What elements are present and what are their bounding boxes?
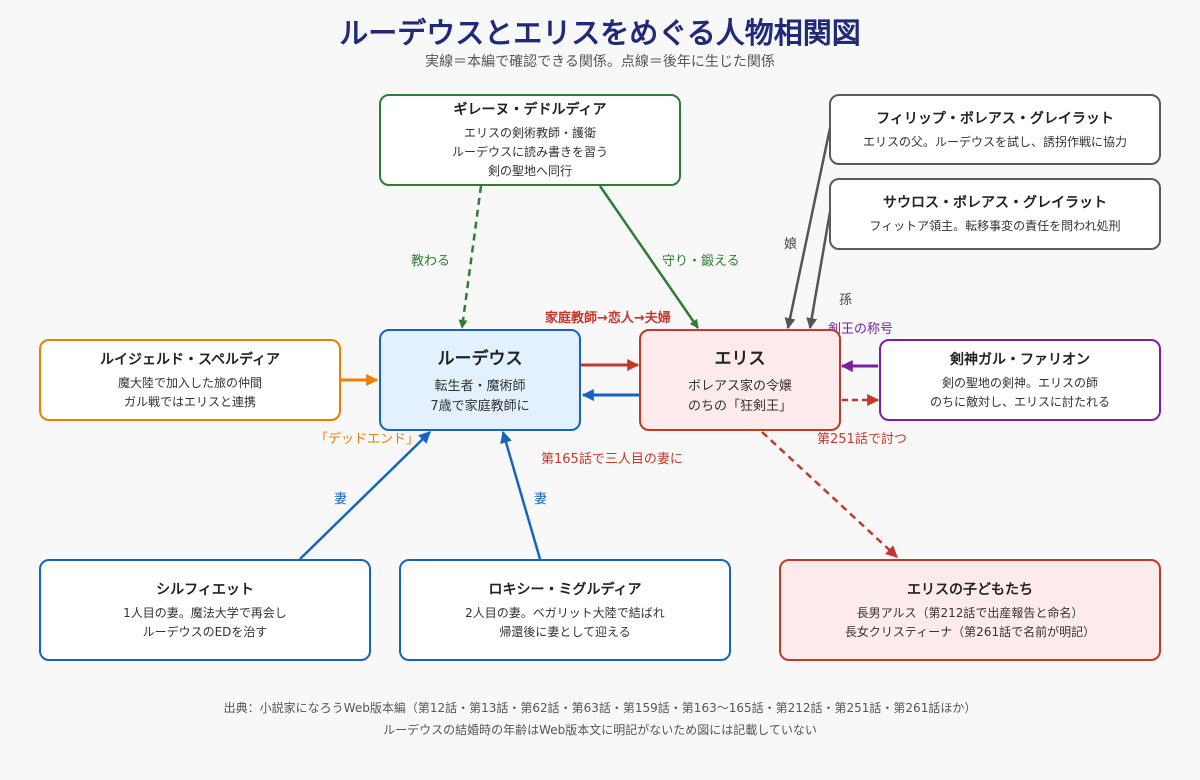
label-third-wife: 第165話で三人目の妻に <box>541 452 683 467</box>
node-name: エリスの子どもたち <box>907 581 1033 598</box>
edge-eris-children <box>761 431 898 558</box>
footer-sources: 出典：小説家になろうWeb版本編（第12話・第13話・第62話・第63話・第15… <box>223 701 977 715</box>
node-name: ルーデウス <box>437 348 523 369</box>
label-sword-king: 剣王の称号 <box>828 322 894 337</box>
node-name: フィリップ・ボレアス・グレイラット <box>876 110 1114 127</box>
node-desc: フィットア領主。転移事変の責任を問われ処刑 <box>869 219 1121 233</box>
footer-note: ルーデウスの結婚時の年齢はWeb版本文に明記がないため図には記載していない <box>383 723 817 737</box>
node-name: ギレーヌ・デドルディア <box>453 102 607 118</box>
edge-ghislaine-eris <box>598 185 700 329</box>
diagram-title: ルーデウスとエリスをめぐる人物相関図 <box>339 16 861 50</box>
node-desc: 剣の聖地の剣神。エリスの師 のちに敵対し、エリスに討たれる <box>929 375 1110 409</box>
edge-sauros-eris <box>806 211 832 330</box>
edge-philip-eris <box>784 127 832 330</box>
node-philip: フィリップ・ボレアス・グレイラット エリスの父。ルーデウスを試し、誘拐作戦に協力 <box>829 94 1161 165</box>
label-protects: 守り・鍛える <box>662 254 740 269</box>
node-rudeus: ルーデウス 転生者・魔術師 7歳で家庭教師に <box>379 329 581 431</box>
node-name: サウロス・ボレアス・グレイラット <box>883 195 1107 211</box>
node-ruijerd: ルイジェルド・スペルディア 魔大陸で加入した旅の仲間 ガル戦ではエリスと連携 <box>39 339 341 421</box>
edge-sylphiette-rudeus <box>299 431 431 560</box>
node-sylphiette: シルフィエット 1人目の妻。魔法大学で再会し ルーデウスのEDを治す <box>39 559 371 661</box>
node-roxy: ロキシー・ミグルディア 2人目の妻。ベガリット大陸で結ばれ 帰還後に妻として迎え… <box>399 559 731 661</box>
edge-roxy-rudeus <box>500 430 542 560</box>
node-desc: 転生者・魔術師 7歳で家庭教師に <box>430 378 530 414</box>
label-wife-sylphiette: 妻 <box>334 492 348 507</box>
label-learns: 教わる <box>411 254 451 269</box>
node-ghislaine: ギレーヌ・デドルディア エリスの剣術教師・護衛 ルーデウスに読み書きを習う 剣の… <box>379 94 681 186</box>
node-desc: エリスの父。ルーデウスを試し、誘拐作戦に協力 <box>862 134 1127 149</box>
node-desc: ボレアス家の令嬢 のちの「狂剣王」 <box>687 378 792 414</box>
label-tutor-lover: 家庭教師→恋人→夫婦 <box>545 311 671 326</box>
label-grandchild: 孫 <box>839 293 853 308</box>
node-name: シルフィエット <box>156 581 254 598</box>
node-desc: 長男アルス（第212話で出産報告と命名） 長女クリスティーナ（第261話で名前が… <box>844 605 1096 639</box>
node-desc: エリスの剣術教師・護衛 ルーデウスに読み書きを習う 剣の聖地へ同行 <box>451 126 608 178</box>
label-daughter: 娘 <box>784 237 798 252</box>
label-wife-roxy: 妻 <box>534 492 548 507</box>
node-sauros: サウロス・ボレアス・グレイラット フィットア領主。転移事変の責任を問われ処刑 <box>829 178 1161 250</box>
node-eris: エリス ボレアス家の令嬢 のちの「狂剣王」 <box>639 329 841 431</box>
node-desc: 魔大陸で加入した旅の仲間 ガル戦ではエリスと連携 <box>117 375 262 409</box>
node-name: ルイジェルド・スペルディア <box>99 351 281 368</box>
diagram-subtitle: 実線＝本編で確認できる関係。点線＝後年に生じた関係 <box>425 54 775 70</box>
node-desc: 1人目の妻。魔法大学で再会し ルーデウスのEDを治す <box>123 605 287 639</box>
label-dead-end: 「デッドエンド」 <box>315 432 420 447</box>
node-name: 剣神ガル・ファリオン <box>950 351 1090 368</box>
node-desc: 2人目の妻。ベガリット大陸で結ばれ 帰還後に妻として迎える <box>465 605 665 639</box>
node-children: エリスの子どもたち 長男アルス（第212話で出産報告と命名） 長女クリスティーナ… <box>779 559 1161 661</box>
node-gal: 剣神ガル・ファリオン 剣の聖地の剣神。エリスの師 のちに敵対し、エリスに討たれる <box>879 339 1161 421</box>
node-name: エリス <box>714 348 766 369</box>
node-name: ロキシー・ミグルディア <box>488 581 642 598</box>
edge-ghislaine-rudeus <box>458 185 483 329</box>
label-defeated: 第251話で討つ <box>817 432 907 447</box>
